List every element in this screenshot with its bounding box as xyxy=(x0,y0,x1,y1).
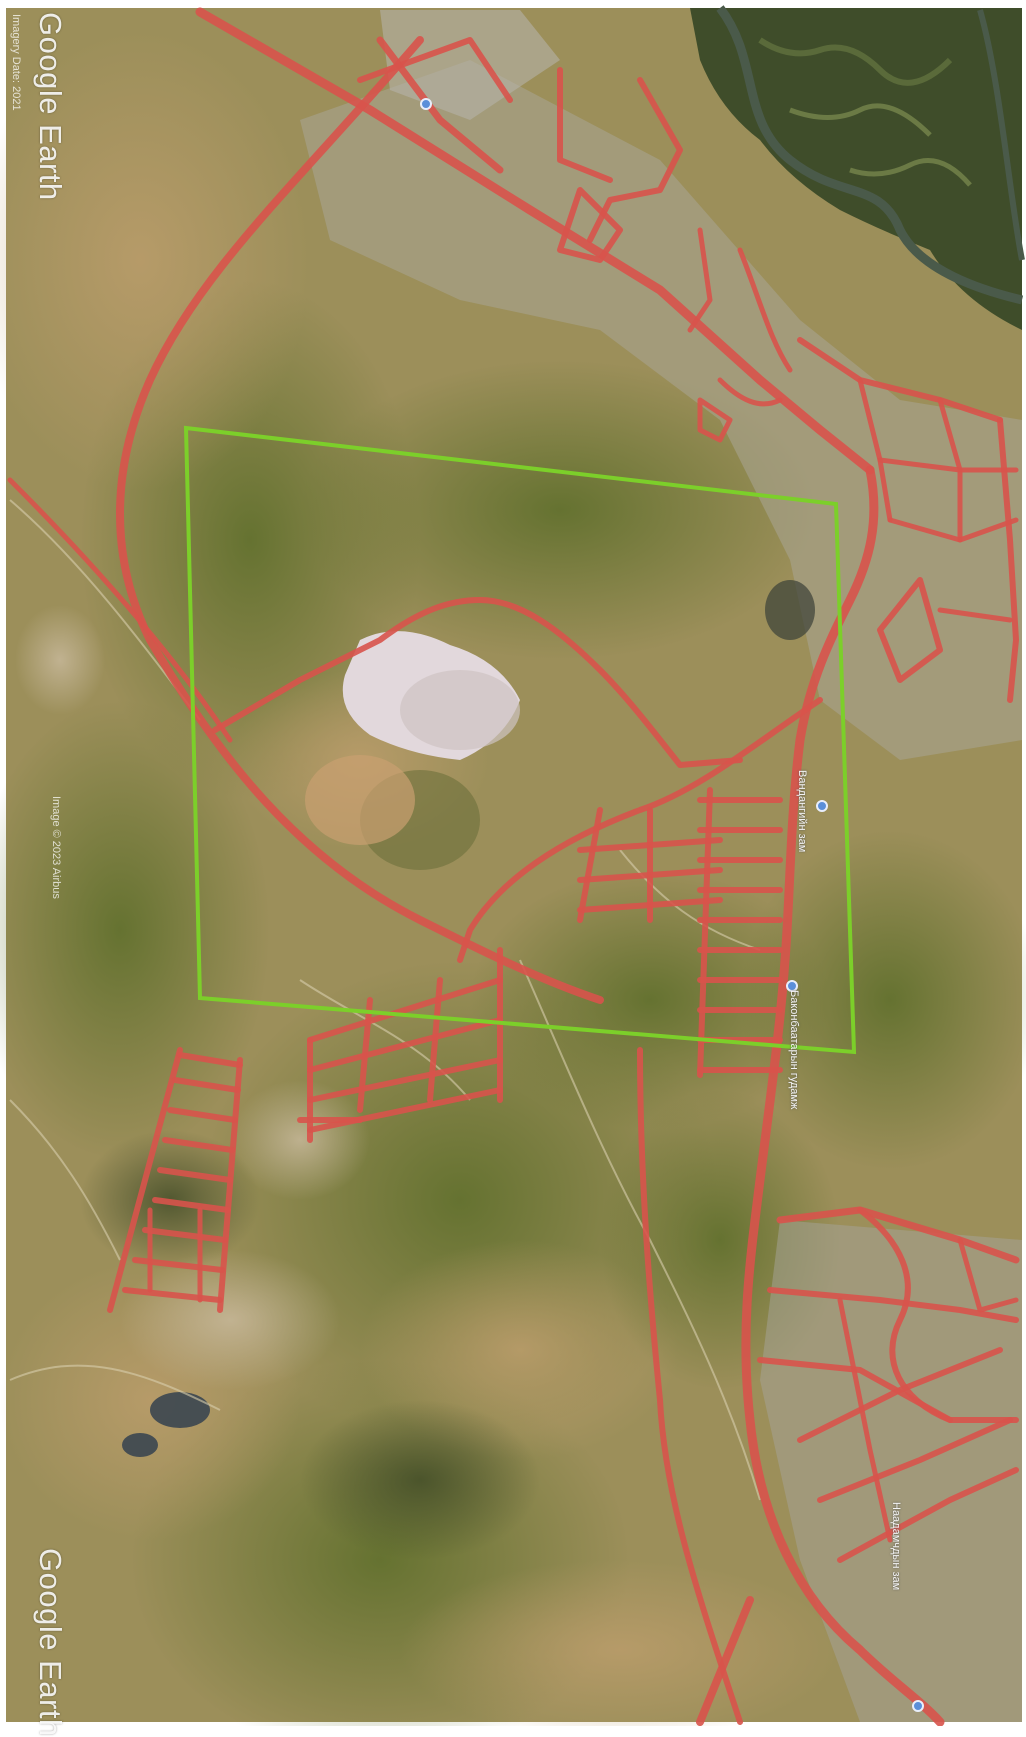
terrain-texture xyxy=(0,30,1026,1726)
boundary-polygon xyxy=(183,425,857,1055)
location-pin-icon[interactable] xyxy=(786,980,798,992)
image-credit: Image © 2023 Airbus xyxy=(50,796,62,899)
river xyxy=(716,5,1024,305)
planned-roads xyxy=(7,7,1020,1726)
location-pin-icon[interactable] xyxy=(816,800,828,812)
google-earth-watermark-bottom: Google Earth xyxy=(33,1548,68,1737)
road-label: Наадамчдын зам xyxy=(890,1502,902,1591)
road-label: Баконбаатарын гудамж xyxy=(788,990,800,1110)
road-label: Вандангийн зам xyxy=(796,770,808,853)
location-pin-icon[interactable] xyxy=(912,1700,924,1712)
google-earth-watermark-top: Google Earth xyxy=(33,12,68,201)
location-pin-icon[interactable] xyxy=(420,98,432,110)
imagery-date-credit: Imagery Date: 2021 xyxy=(10,14,22,111)
forest-hills xyxy=(690,8,1022,330)
